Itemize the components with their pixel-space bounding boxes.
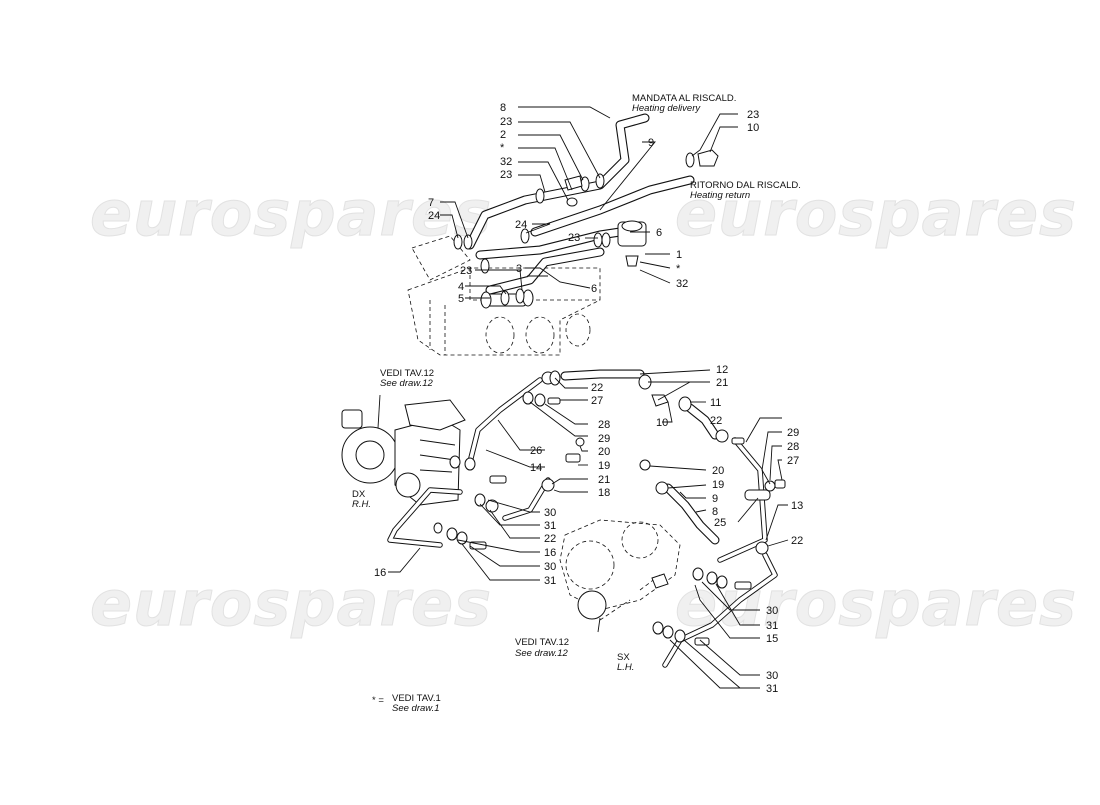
callout-14: 14 — [530, 462, 542, 474]
callout-2: 2 — [500, 129, 506, 141]
callout-31: 31 — [544, 520, 556, 532]
callout-22: 22 — [544, 533, 556, 545]
callout-27: 27 — [787, 455, 799, 467]
callout-29: 29 — [787, 427, 799, 439]
callout-30: 30 — [766, 670, 778, 682]
see-drawing-12-top: VEDI TAV.12 — [380, 368, 434, 379]
callout-20: 20 — [712, 465, 724, 477]
watermarks: eurospares eurospares eurospares eurospa… — [90, 177, 1077, 641]
see-drawing-12-top-en: See draw.12 — [380, 378, 434, 389]
see-drawing-12-bottom: VEDI TAV.12 — [515, 637, 569, 648]
callout-32: 32 — [676, 278, 688, 290]
callout-23: 23 — [568, 232, 580, 244]
callout-29: 29 — [598, 433, 610, 445]
callout-1: 1 — [676, 249, 682, 261]
callout-6: 6 — [591, 283, 597, 295]
watermark-bottom-left: eurospares — [90, 567, 492, 640]
callout-numbers: 8 23 2 * 32 23 7 24 24 23 23 3 4 5 6 9 2… — [374, 102, 803, 695]
callout-4: 4 — [458, 281, 464, 293]
turbocharger-rh — [341, 399, 466, 506]
callout-15: 15 — [766, 633, 778, 645]
callout-24: 24 — [515, 219, 527, 231]
callout-7: 7 — [428, 197, 434, 209]
watermark-top-left: eurospares — [90, 177, 492, 250]
callout-23: 23 — [460, 265, 472, 277]
callout-32: 32 — [500, 156, 512, 168]
see-drawing-12-bottom-en: See draw.12 — [515, 648, 569, 659]
callout-31: 31 — [544, 575, 556, 587]
callout-6: 6 — [656, 227, 662, 239]
lh-side-label-en: L.H. — [617, 662, 634, 673]
turbo-lines — [387, 369, 786, 668]
callout-19: 19 — [598, 460, 610, 472]
callout-8: 8 — [712, 506, 718, 518]
lh-side-label: SX — [617, 652, 630, 663]
callout-24: 24 — [428, 210, 440, 222]
callout-8: 8 — [500, 102, 506, 114]
callout-19: 19 — [712, 479, 724, 491]
rh-side-label: DX — [352, 489, 366, 500]
heating-return-label: RITORNO DAL RISCALD. — [690, 180, 801, 191]
callout-25: 25 — [714, 517, 726, 529]
rh-side-label-en: R.H. — [352, 499, 371, 510]
callout-23: 23 — [500, 169, 512, 181]
callout-30: 30 — [544, 507, 556, 519]
turbocharger-lh — [559, 519, 681, 621]
legend-see-drawing-1: VEDI TAV.1 — [392, 693, 441, 704]
heating-delivery-label: MANDATA AL RISCALD. — [632, 93, 736, 104]
watermark-top-right: eurospares — [675, 177, 1077, 250]
legend-see-drawing-1-en: See draw.1 — [392, 703, 440, 714]
callout-26: 26 — [530, 445, 542, 457]
callout-23: 23 — [747, 109, 759, 121]
callout-10: 10 — [747, 122, 759, 134]
callout-31: 31 — [766, 620, 778, 632]
callout-30: 30 — [766, 605, 778, 617]
callout-18: 18 — [598, 487, 610, 499]
callout-28: 28 — [598, 419, 610, 431]
legend-symbol: * = — [372, 695, 384, 706]
callout-5: 5 — [458, 293, 464, 305]
callout-30: 30 — [544, 561, 556, 573]
callout-22: 22 — [710, 415, 722, 427]
callout-16: 16 — [544, 547, 556, 559]
callout-20: 20 — [598, 446, 610, 458]
callout-23: 23 — [500, 116, 512, 128]
callout-3: 3 — [516, 263, 522, 275]
callout-21: 21 — [716, 377, 728, 389]
callout-22: 22 — [791, 535, 803, 547]
callout-28: 28 — [787, 441, 799, 453]
engine-block-outline — [407, 235, 601, 356]
callout-21: 21 — [598, 474, 610, 486]
callout-10: 10 — [656, 417, 668, 429]
callout-31: 31 — [766, 683, 778, 695]
callout-asterisk: * — [500, 142, 505, 154]
callout-12: 12 — [716, 364, 728, 376]
callout-asterisk: * — [676, 263, 681, 275]
callout-27: 27 — [591, 395, 603, 407]
heating-hoses-top — [453, 113, 719, 309]
heating-return-label-en: Heating return — [690, 190, 750, 201]
callout-22: 22 — [591, 382, 603, 394]
heating-delivery-label-en: Heating delivery — [632, 103, 701, 114]
callout-9: 9 — [712, 493, 718, 505]
callout-16: 16 — [374, 567, 386, 579]
callout-9: 9 — [648, 137, 654, 149]
callout-11: 11 — [710, 397, 721, 409]
captions: MANDATA AL RISCALD. Heating delivery RIT… — [352, 93, 801, 714]
leader-lines — [377, 106, 789, 689]
callout-13: 13 — [791, 500, 803, 512]
watermark-bottom-right: eurospares — [675, 567, 1077, 640]
